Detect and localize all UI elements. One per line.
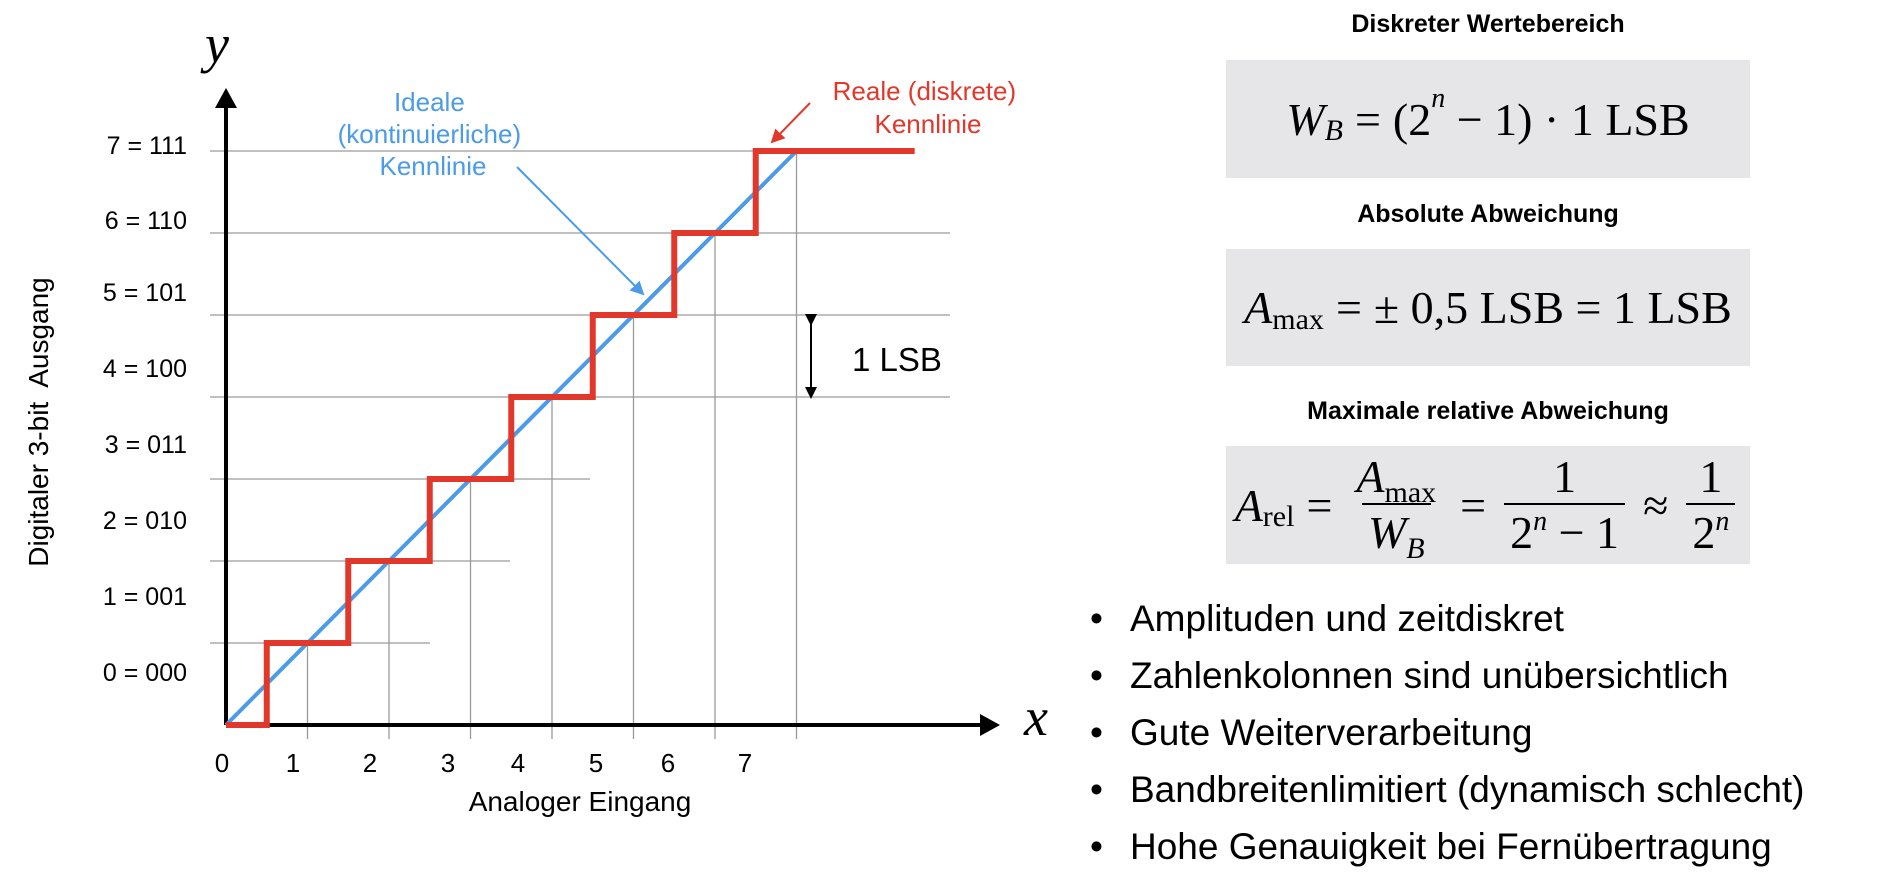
equals-sign: = (1306, 479, 1333, 531)
y-tick-label: 6 = 110 (105, 207, 187, 235)
x-axis-arrowhead (980, 714, 1000, 736)
arel-subscript: rel (1262, 500, 1295, 533)
approx-sign: ≈ (1643, 479, 1669, 531)
x-tick-label: 6 (661, 748, 675, 778)
relativ-title: Maximale relative Abweichung (1307, 397, 1669, 425)
list-item: •Amplituden und zeitdiskret (1090, 598, 1564, 639)
y-tick-label: 5 = 101 (103, 279, 187, 307)
x-tick-label: 4 (511, 748, 525, 778)
x-tick-label: 5 (589, 748, 603, 778)
grid-lines (210, 150, 950, 739)
x-variable-label: x (1023, 687, 1048, 747)
y-axis-title: Digitaler 3-bit Ausgang (23, 277, 54, 567)
wb-rest: − 1) · 1 LSB (1456, 93, 1690, 145)
y-tick-label: 4 = 100 (103, 355, 187, 383)
fraction-one-over-2n: 1 2n (1686, 452, 1736, 558)
y-tick-label: 1 = 001 (103, 583, 187, 611)
equals-sign: = (1460, 479, 1487, 531)
equals-sign: = (1335, 282, 1362, 333)
y-axis-arrowhead (215, 88, 237, 108)
x-tick-label: 2 (363, 748, 377, 778)
y-tick-label: 3 = 011 (105, 431, 187, 459)
bullet-list: •Amplituden und zeitdiskret •Zahlenkolon… (1090, 590, 1805, 875)
lsb-label: 1 LSB (852, 341, 942, 378)
equals-sign: = (1354, 93, 1381, 145)
ideal-label-arrow (516, 166, 645, 296)
fraction-amax-over-wb: Amax WB (1356, 450, 1437, 565)
real-label-arrow (770, 102, 811, 144)
x-tick-label: 0 (215, 748, 229, 778)
amax-symbol: A (1244, 282, 1273, 333)
arel-symbol: A (1234, 479, 1263, 531)
adc-characteristic-diagram: 0 = 000 1 = 001 2 = 010 3 = 011 4 = 100 5 = 1… (23, 14, 1048, 817)
wb-symbol: W (1286, 93, 1325, 145)
x-tick-label: 7 (738, 748, 752, 778)
list-item: •Zahlenkolonnen sind unübersichtlich (1090, 655, 1729, 696)
y-tick-label: 0 = 000 (103, 659, 187, 687)
real-characteristic-staircase (226, 148, 915, 728)
wb-open: (2 (1392, 93, 1432, 145)
y-tick-label: 2 = 010 (103, 507, 187, 535)
list-item: •Bandbreitenlimitiert (dynamisch schlech… (1090, 769, 1805, 810)
amax-rest: ± 0,5 LSB = 1 LSB (1373, 282, 1732, 333)
abweichung-title: Absolute Abweichung (1357, 200, 1619, 228)
x-axis-title: Analoger Eingang (469, 786, 692, 817)
wertebereich-title: Diskreter Wertebereich (1351, 10, 1625, 38)
x-tick-label: 3 (441, 748, 455, 778)
fraction-one-over-2n-minus-1: 1 2n − 1 (1504, 452, 1626, 558)
amax-subscript: max (1272, 302, 1324, 336)
x-tick-label: 1 (286, 748, 300, 778)
exponent-n: n (1431, 83, 1446, 114)
y-variable-label: y (200, 14, 229, 74)
list-item: •Hohe Genauigkeit bei Fernübertragung (1090, 826, 1772, 867)
real-label: Reale (diskrete) Kennlinie (833, 76, 1024, 139)
list-item: •Gute Weiterverarbeitung (1090, 712, 1533, 753)
ideal-label: Ideale (kontinuierliche) Kennlinie (338, 87, 529, 181)
wb-subscript: B (1324, 114, 1343, 147)
y-tick-label: 7 = 111 (107, 132, 187, 160)
